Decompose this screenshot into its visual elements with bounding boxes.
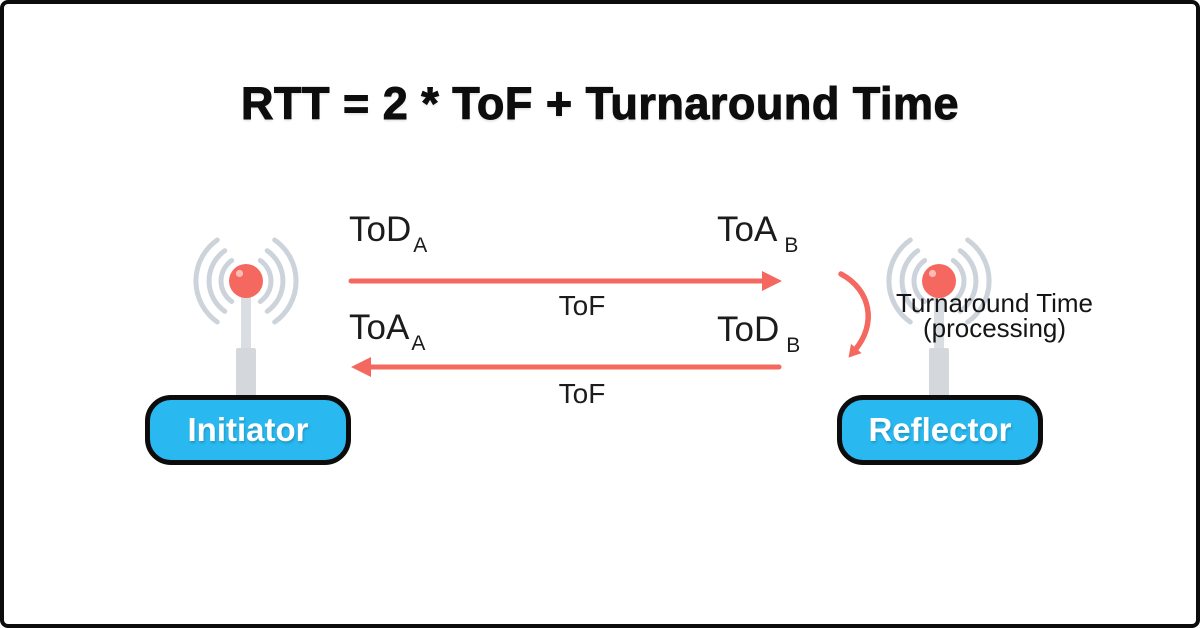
toa-b-base: ToA — [717, 210, 778, 249]
tod-a-base: ToD — [349, 210, 412, 249]
tod-b-subscript: B — [786, 334, 801, 357]
turnaround-line2: (processing) — [922, 313, 1067, 343]
initiator-antenna-icon — [193, 237, 299, 400]
tod-b-base: ToD — [717, 310, 780, 349]
diagram-title: RTT = 2 * ToF + Turnaround Time — [240, 78, 960, 130]
reflector-antenna-icon — [886, 237, 992, 400]
turnaround-label: Turnaround Time (processing) — [862, 288, 1127, 343]
tod-a-label: ToDA — [349, 210, 427, 257]
forward-arrow — [348, 271, 782, 291]
toa-a-label: ToAA — [349, 308, 425, 355]
tof-return-label: ToF — [558, 378, 606, 409]
toa-a-base: ToA — [349, 308, 410, 347]
tod-b-label: ToD B — [717, 310, 800, 357]
initiator-node: Initiator — [145, 395, 351, 465]
tof-forward-label: ToF — [558, 290, 606, 321]
turnaround-line1: Turnaround Time — [895, 288, 1094, 318]
toa-b-subscript: B — [784, 234, 799, 257]
return-arrow — [351, 357, 782, 377]
tod-a-subscript: A — [413, 234, 428, 257]
toa-b-label: ToA B — [717, 210, 798, 257]
turnaround-arrow-icon — [838, 271, 871, 358]
toa-a-subscript: A — [411, 332, 426, 355]
reflector-node: Reflector — [837, 395, 1043, 465]
